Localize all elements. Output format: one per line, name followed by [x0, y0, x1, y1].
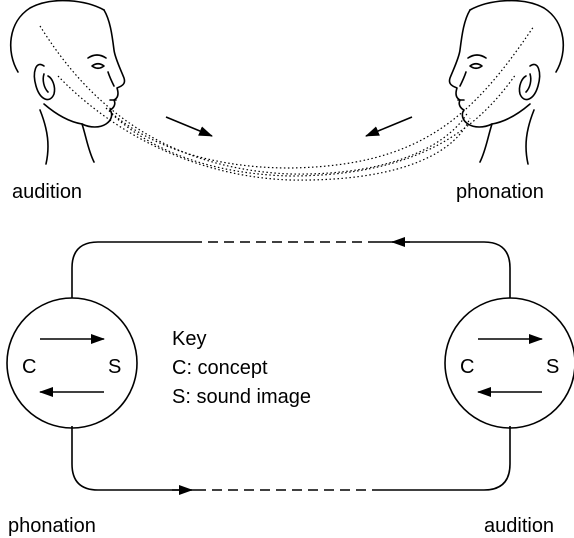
circuit-bottom-solid-left — [71, 426, 196, 491]
top-right-label: phonation — [456, 181, 544, 203]
bottom-left-label: phonation — [8, 515, 96, 537]
left-speaker-circle: C S — [6, 297, 138, 429]
dotted-speech-channel — [39, 25, 535, 181]
circuit-top-solid-left — [71, 241, 196, 298]
circuit-bottom-solid-right — [378, 426, 511, 491]
key-concept-line: C: concept — [172, 357, 268, 379]
left-top-arrow — [165, 116, 213, 137]
right-top-arrow — [365, 116, 413, 137]
key-title: Key — [172, 328, 206, 350]
circuit-top-solid-right — [378, 241, 511, 298]
key-sound-image-line: S: sound image — [172, 386, 311, 408]
right-speaker-circle: C S — [444, 297, 574, 429]
right-head — [448, 0, 564, 165]
key-legend: Key C: concept S: sound image — [172, 328, 311, 408]
left-circle-concept-letter: C — [22, 356, 36, 378]
left-head — [10, 0, 126, 165]
right-circle-concept-letter: C — [460, 356, 474, 378]
right-circle-sound-letter: S — [546, 356, 559, 378]
top-left-label: audition — [12, 181, 82, 203]
left-circle-sound-letter: S — [108, 356, 121, 378]
bottom-right-label: audition — [484, 515, 554, 537]
